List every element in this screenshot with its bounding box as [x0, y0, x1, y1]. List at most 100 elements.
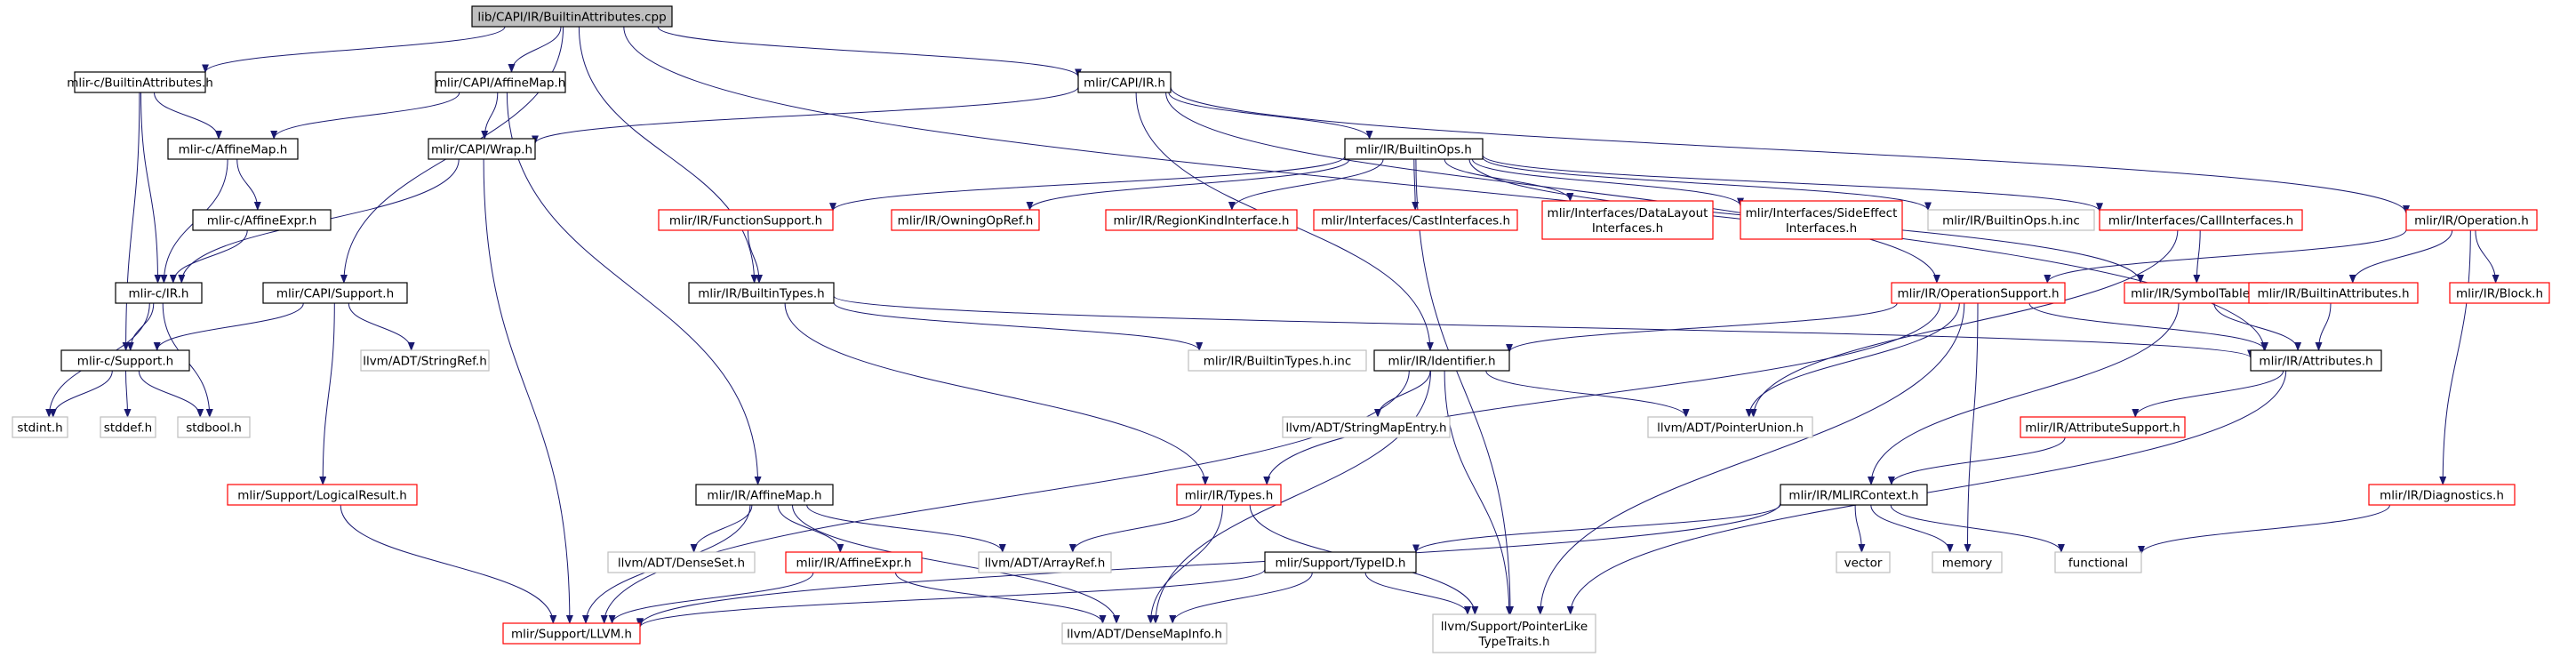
node-builtintypes_inc[interactable]: mlir/IR/BuiltinTypes.h.inc	[1188, 349, 1367, 372]
edge-symboltable-to-ir_attributes	[2213, 302, 2302, 351]
node-box	[74, 71, 206, 93]
node-pointerunion[interactable]: llvm/ADT/PointerUnion.h	[1647, 416, 1813, 438]
node-box	[1077, 71, 1172, 93]
node-llvm_stringref[interactable]: llvm/ADT/StringRef.h	[360, 349, 490, 372]
node-capi_support[interactable]: mlir/CAPI/Support.h	[262, 282, 408, 304]
node-builtinops_inc[interactable]: mlir/IR/BuiltinOps.h.inc	[1927, 209, 2095, 231]
node-denseset[interactable]: llvm/ADT/DenseSet.h	[607, 551, 756, 573]
edge-c_support-to-stdint	[49, 370, 113, 418]
edge-ir_operation-to-diagnostics	[2439, 229, 2471, 485]
edge-callinterfaces-to-symboltable	[2193, 229, 2201, 284]
node-memory[interactable]: memory	[1932, 551, 2003, 573]
node-box	[262, 282, 408, 304]
node-ir_operation[interactable]: mlir/IR/Operation.h	[2405, 209, 2538, 231]
node-ir_attributes[interactable]: mlir/IR/Attributes.h	[2250, 349, 2382, 372]
node-stddef[interactable]: stddef.h	[100, 416, 156, 438]
node-box	[607, 551, 756, 573]
node-stdint[interactable]: stdint.h	[12, 416, 68, 438]
node-stringmapentry[interactable]: llvm/ADT/StringMapEntry.h	[1282, 416, 1451, 438]
node-label: mlir/CAPI/IR.h	[1084, 76, 1165, 91]
node-label: mlir/IR/OwningOpRef.h	[898, 214, 1034, 228]
node-capi_affinemap[interactable]: mlir/CAPI/AffineMap.h	[435, 71, 566, 93]
edge-ir_builtinops-to-owningopref	[1026, 158, 1350, 211]
node-label: llvm/ADT/DenseMapInfo.h	[1067, 628, 1222, 642]
node-box	[227, 484, 418, 506]
edge-c_ir-to-c_support	[126, 302, 155, 351]
node-densemapinfo[interactable]: llvm/ADT/DenseMapInfo.h	[1061, 622, 1228, 645]
node-label: lib/CAPI/IR/BuiltinAttributes.cpp	[477, 11, 666, 25]
node-ir_affineexpr[interactable]: mlir/IR/AffineExpr.h	[785, 551, 923, 573]
node-builtintypes[interactable]: mlir/IR/BuiltinTypes.h	[688, 282, 835, 304]
node-operationsupport[interactable]: mlir/IR/OperationSupport.h	[1891, 282, 2066, 304]
edge-mlircontext-to-typeid	[1412, 504, 1781, 554]
node-c_affinemap[interactable]: mlir-c/AffineMap.h	[167, 138, 299, 160]
node-label: memory	[1942, 557, 1992, 571]
node-ir_builtinops[interactable]: mlir/IR/BuiltinOps.h	[1344, 138, 1484, 160]
node-capi_wrap[interactable]: mlir/CAPI/Wrap.h	[428, 138, 536, 160]
node-mlircontext[interactable]: mlir/IR/MLIRContext.h	[1780, 484, 1928, 506]
edge-ir_builtinops-to-sideeffect	[1471, 158, 1744, 207]
node-label: mlir/IR/MLIRContext.h	[1788, 489, 1918, 503]
node-stdbool[interactable]: stdbool.h	[177, 416, 251, 438]
node-ir_block[interactable]: mlir/IR/Block.h	[2449, 282, 2550, 304]
node-c_ir[interactable]: mlir-c/IR.h	[115, 282, 203, 304]
node-box	[1344, 138, 1484, 160]
node-c_support[interactable]: mlir-c/Support.h	[60, 349, 190, 372]
edge-layer	[45, 26, 2500, 629]
node-c_affineexpr[interactable]: mlir-c/AffineExpr.h	[192, 209, 332, 231]
edge-builtintypes-to-builtintypes_inc	[833, 301, 1204, 351]
node-box	[360, 349, 490, 372]
node-c_builtinattributes[interactable]: mlir-c/BuiltinAttributes.h	[67, 71, 213, 93]
edge-ir_identifier-to-pointerunion	[1485, 370, 1690, 418]
node-support_llvm[interactable]: mlir/Support/LLVM.h	[502, 622, 641, 645]
node-box	[785, 551, 923, 573]
node-root: lib/CAPI/IR/BuiltinAttributes.cpp	[471, 5, 673, 28]
node-typeid[interactable]: mlir/Support/TypeID.h	[1264, 551, 1417, 573]
node-label: mlir/Interfaces/CastInterfaces.h	[1321, 214, 1510, 228]
node-box	[2099, 209, 2303, 231]
node-attributesupport[interactable]: mlir/IR/AttributeSupport.h	[2020, 416, 2186, 438]
node-capi_ir[interactable]: mlir/CAPI/IR.h	[1077, 71, 1172, 93]
node-diagnostics[interactable]: mlir/IR/Diagnostics.h	[2368, 484, 2516, 506]
edge-ir_builtinops-to-builtinops_inc	[1482, 156, 1932, 212]
node-callinterfaces[interactable]: mlir/Interfaces/CallInterfaces.h	[2099, 209, 2303, 231]
edge-c_builtinattributes-to-c_support	[122, 92, 140, 351]
edge-ir_builtinops-to-callinterfaces	[1482, 155, 2103, 212]
edge-c_support-to-stddef	[124, 370, 132, 418]
node-ir_builtinattributes[interactable]: mlir/IR/BuiltinAttributes.h	[2248, 282, 2419, 304]
edge-ir_builtinops-to-functionsupport	[829, 156, 1346, 212]
edge-logicalresult-to-support_llvm	[340, 504, 557, 624]
edge-capi_wrap-to-support_llvm	[483, 158, 573, 624]
node-box	[688, 282, 835, 304]
node-box	[1373, 349, 1510, 372]
node-functionsupport[interactable]: mlir/IR/FunctionSupport.h	[658, 209, 834, 231]
node-box	[1105, 209, 1298, 231]
node-ir_types[interactable]: mlir/IR/Types.h	[1176, 484, 1282, 506]
node-symboltable[interactable]: mlir/IR/SymbolTable.h	[2124, 282, 2268, 304]
edge-operationsupport-to-ir_attributes	[2028, 302, 2268, 351]
node-label: stdbool.h	[186, 421, 242, 436]
node-ir_identifier[interactable]: mlir/IR/Identifier.h	[1373, 349, 1510, 372]
node-owningopref[interactable]: mlir/IR/OwningOpRef.h	[891, 209, 1040, 231]
node-ir_affinemap[interactable]: mlir/IR/AffineMap.h	[695, 484, 834, 506]
edge-ir_affinemap-to-ir_affineexpr	[777, 504, 844, 553]
node-vector[interactable]: vector	[1836, 551, 1891, 573]
node-castinterfaces[interactable]: mlir/Interfaces/CastInterfaces.h	[1313, 209, 1518, 231]
node-label: mlir/IR/Attributes.h	[2259, 355, 2372, 369]
node-functional[interactable]: functional	[2054, 551, 2142, 573]
edge-operationsupport-to-memory	[1964, 302, 1979, 553]
node-box	[12, 416, 68, 438]
edge-operationsupport-to-pointerunion	[1745, 302, 1960, 418]
edge-ir_types-to-densemapinfo	[1147, 504, 1223, 624]
node-box	[2020, 416, 2186, 438]
node-label: llvm/ADT/StringMapEntry.h	[1285, 421, 1446, 436]
node-box	[695, 484, 834, 506]
node-label: mlir/Support/LogicalResult.h	[237, 489, 407, 503]
node-regionkind[interactable]: mlir/IR/RegionKindInterface.h	[1105, 209, 1298, 231]
node-logicalresult[interactable]: mlir/Support/LogicalResult.h	[227, 484, 418, 506]
node-label: mlir/IR/BuiltinTypes.h.inc	[1204, 355, 1352, 369]
node-arrayref[interactable]: llvm/ADT/ArrayRef.h	[978, 551, 1112, 573]
